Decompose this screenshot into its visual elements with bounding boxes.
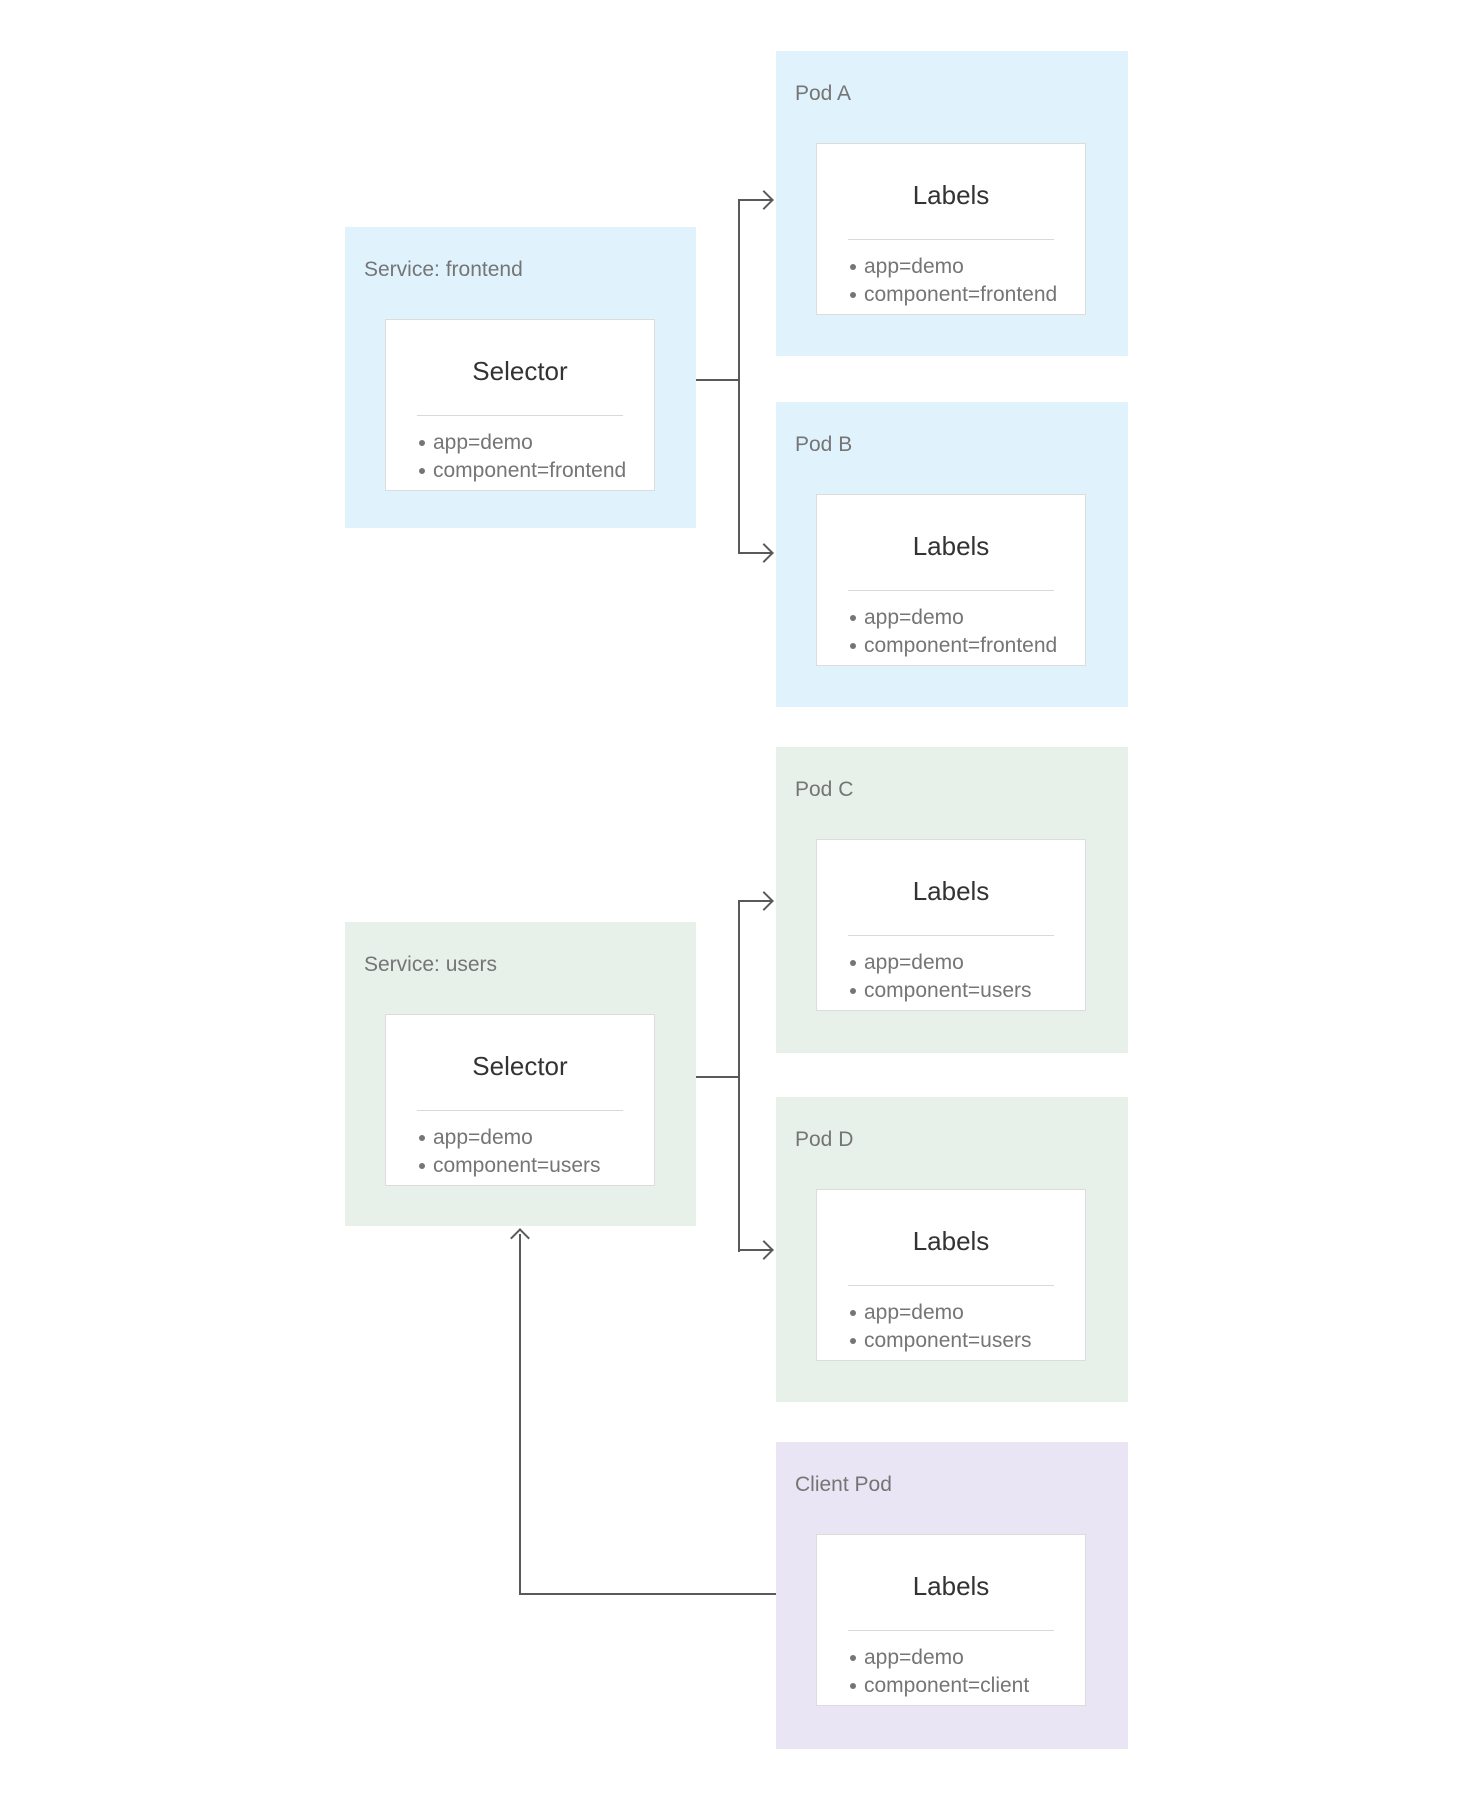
label-item: app=demo bbox=[850, 1299, 1085, 1327]
arrow-head-pod-b-icon bbox=[754, 543, 774, 563]
label-list: app=demo component=users bbox=[817, 1299, 1085, 1355]
card-heading: Labels bbox=[912, 1571, 990, 1601]
arrow-head-service-users-icon bbox=[510, 1228, 530, 1248]
label-item: app=demo bbox=[419, 1124, 654, 1152]
label-list: app=demo component=client bbox=[817, 1644, 1085, 1700]
arrow-users-to-pod-c bbox=[738, 900, 771, 902]
pod-a-box: Pod A Labels app=demo component=frontend bbox=[776, 51, 1128, 356]
card-separator bbox=[848, 1285, 1054, 1286]
label-list: app=demo component=frontend bbox=[817, 253, 1085, 309]
label-item: app=demo bbox=[419, 429, 654, 457]
label-item: component=client bbox=[850, 1672, 1085, 1700]
box-title: Pod C bbox=[795, 778, 854, 801]
box-title: Service: frontend bbox=[364, 258, 523, 281]
box-title: Pod A bbox=[795, 82, 852, 105]
label-list: app=demo component=frontend bbox=[386, 429, 654, 485]
card-heading: Labels bbox=[912, 180, 990, 210]
card-separator bbox=[417, 1110, 623, 1111]
label-item: app=demo bbox=[850, 949, 1085, 977]
label-item: component=frontend bbox=[850, 281, 1085, 309]
label-item: component=frontend bbox=[419, 457, 654, 485]
card-separator bbox=[417, 415, 623, 416]
card-heading: Selector bbox=[472, 1051, 568, 1081]
card-separator bbox=[848, 590, 1054, 591]
service-users-box: Service: users Selector app=demo compone… bbox=[345, 922, 696, 1226]
box-title: Pod D bbox=[795, 1128, 854, 1151]
box-title: Pod B bbox=[795, 433, 853, 456]
label-item: app=demo bbox=[850, 253, 1085, 281]
arrow-frontend-to-pod-b bbox=[738, 552, 771, 554]
arrow-head-pod-a-icon bbox=[754, 190, 774, 210]
arrow-client-vertical bbox=[519, 1234, 521, 1595]
arrow-frontend-to-pod-a bbox=[738, 199, 771, 201]
card-separator bbox=[848, 1630, 1054, 1631]
label-item: app=demo bbox=[850, 604, 1085, 632]
arrow-head-pod-c-icon bbox=[754, 891, 774, 911]
label-item: component=users bbox=[419, 1152, 654, 1180]
card-heading: Labels bbox=[912, 876, 990, 906]
pod-d-box: Pod D Labels app=demo component=users bbox=[776, 1097, 1128, 1402]
service-frontend-box: Service: frontend Selector app=demo comp… bbox=[345, 227, 696, 528]
arrow-frontend-trunk bbox=[738, 199, 740, 554]
labels-card: Labels app=demo component=users bbox=[816, 839, 1086, 1011]
box-title: Service: users bbox=[364, 953, 498, 976]
selector-card: Selector app=demo component=frontend bbox=[385, 319, 655, 491]
label-item: component=frontend bbox=[850, 632, 1085, 660]
arrow-client-horizontal bbox=[519, 1593, 776, 1595]
label-list: app=demo component=users bbox=[386, 1124, 654, 1180]
card-heading: Selector bbox=[472, 356, 568, 386]
label-list: app=demo component=frontend bbox=[817, 604, 1085, 660]
pod-c-box: Pod C Labels app=demo component=users bbox=[776, 747, 1128, 1053]
labels-card: Labels app=demo component=frontend bbox=[816, 143, 1086, 315]
card-heading: Labels bbox=[912, 1226, 990, 1256]
selector-card: Selector app=demo component=users bbox=[385, 1014, 655, 1186]
label-item: component=users bbox=[850, 977, 1085, 1005]
box-title: Client Pod bbox=[795, 1473, 892, 1496]
card-separator bbox=[848, 239, 1054, 240]
card-heading: Labels bbox=[912, 531, 990, 561]
arrow-users-trunk bbox=[738, 900, 740, 1252]
arrow-head-pod-d-icon bbox=[754, 1240, 774, 1260]
labels-card: Labels app=demo component=client bbox=[816, 1534, 1086, 1706]
arrow-users-to-pod-d bbox=[738, 1249, 771, 1251]
label-item: app=demo bbox=[850, 1644, 1085, 1672]
label-list: app=demo component=users bbox=[817, 949, 1085, 1005]
arrow-users-stub bbox=[696, 1076, 740, 1078]
pod-b-box: Pod B Labels app=demo component=frontend bbox=[776, 402, 1128, 707]
client-pod-box: Client Pod Labels app=demo component=cli… bbox=[776, 1442, 1128, 1749]
card-separator bbox=[848, 935, 1054, 936]
labels-card: Labels app=demo component=users bbox=[816, 1189, 1086, 1361]
labels-card: Labels app=demo component=frontend bbox=[816, 494, 1086, 666]
label-item: component=users bbox=[850, 1327, 1085, 1355]
arrow-frontend-stub bbox=[696, 379, 740, 381]
